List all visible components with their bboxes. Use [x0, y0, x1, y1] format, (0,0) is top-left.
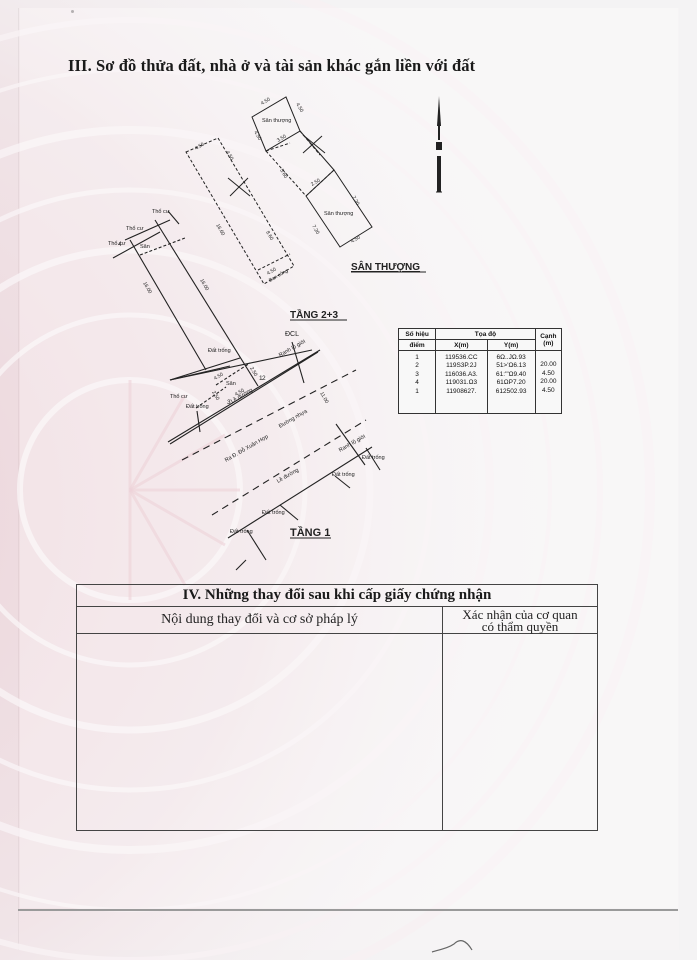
svg-text:Thổ cư: Thổ cư: [108, 240, 126, 247]
roof-label-san-thuong-1: Sân thượng: [262, 118, 291, 124]
svg-text:4.50: 4.50: [294, 102, 304, 114]
svg-text:2.50: 2.50: [310, 178, 322, 188]
floor-2-3-plan: [185, 137, 295, 285]
svg-text:5.60: 5.60: [278, 168, 288, 180]
svg-text:Đất trống: Đất trống: [208, 348, 231, 354]
svg-text:4.50: 4.50: [224, 150, 234, 162]
edge-column: 20.00 4.50 20.00 4.50: [534, 350, 563, 414]
svg-text:4.50: 4.50: [260, 97, 272, 107]
svg-text:Đất trống: Đất trống: [362, 455, 385, 461]
y-column: 6Ω..JΩ.93 51>'Ω6.13 61:'"Ω9.40 61ΩP7.20 …: [486, 350, 536, 414]
svg-text:1: 1: [259, 375, 263, 382]
header-coordinates: Tọa độ: [435, 328, 536, 340]
header-y: Y(m): [486, 339, 536, 351]
san-thuong-title: SÂN THƯỢNG: [351, 260, 420, 273]
svg-text:2.50: 2.50: [248, 366, 258, 378]
svg-text:Lề đường: Lề đường: [276, 467, 300, 484]
svg-text:7.20: 7.20: [310, 224, 320, 236]
tang-1-title: TẦNG 1: [290, 526, 330, 539]
svg-text:Đường nhựa: Đường nhựa: [278, 408, 309, 430]
svg-text:3: 3: [227, 399, 231, 406]
svg-text:16.00: 16.00: [141, 281, 153, 295]
tang-23-title: TẦNG 2+3: [290, 308, 339, 321]
floor-1-plan: [112, 210, 321, 443]
signature-mark: [431, 940, 473, 953]
coordinates-table: Số hiệu Tọa độ Cạnh(m) điểm X(m) Y(m) 1 …: [397, 328, 563, 414]
changes-content-cell: [77, 634, 443, 830]
svg-text:Thổ cư: Thổ cư: [152, 208, 170, 215]
roof-plan: [251, 96, 373, 248]
svg-text:16.00: 16.00: [198, 278, 210, 292]
svg-text:11.00: 11.00: [318, 391, 329, 405]
roof-label-san-thuong-2: Sân thượng: [324, 211, 353, 217]
section-iii-heading: III. Sơ đồ thửa đất, nhà ở và tài sản kh…: [68, 56, 476, 75]
svg-text:Thổ cư: Thổ cư: [170, 393, 188, 400]
svg-text:4: 4: [118, 241, 122, 248]
x-column: 119536.CC 119S3P.2J 116036.A3. 119031.Ω3…: [435, 350, 488, 414]
svg-text:4.50: 4.50: [252, 130, 262, 142]
svg-text:Đất trống: Đất trống: [186, 404, 209, 410]
page-bottom-border: [18, 909, 678, 911]
svg-text:3.50: 3.50: [276, 134, 288, 144]
svg-text:Ranh lộ giới: Ranh lộ giới: [338, 434, 367, 454]
section-iv-title: IV. Những thay đổi sau khi cấp giấy chứn…: [77, 585, 597, 607]
svg-text:16.60: 16.60: [214, 223, 226, 237]
svg-text:Đất trống: Đất trống: [230, 529, 253, 535]
svg-text:4.50: 4.50: [194, 142, 206, 152]
street-name: Ra Đ. Đỗ Xuân Hợp: [224, 433, 270, 464]
header-edge: Cạnh(m): [534, 328, 563, 351]
north-arrow-icon: [436, 96, 442, 193]
authority-confirmation-cell: [443, 634, 597, 830]
svg-text:Đất trống: Đất trống: [332, 472, 355, 478]
svg-text:Thổ cư: Thổ cư: [126, 225, 144, 232]
svg-text:Ranh lộ giới: Ranh lộ giới: [278, 339, 307, 359]
svg-text:2: 2: [262, 375, 266, 382]
header-x: X(m): [435, 339, 488, 351]
svg-text:4.50: 4.50: [213, 372, 225, 382]
svg-text:4.50: 4.50: [350, 235, 362, 245]
header-point-no: Số hiệu: [397, 328, 437, 340]
section-iv-changes-table: IV. Những thay đổi sau khi cấp giấy chứn…: [76, 584, 598, 831]
svg-text:ĐCL: ĐCL: [285, 331, 299, 338]
svg-text:7.20: 7.20: [350, 195, 360, 207]
svg-text:Sân: Sân: [140, 244, 150, 250]
header-point-no-2: điểm: [397, 339, 437, 351]
svg-text:4.50: 4.50: [234, 388, 246, 398]
svg-text:2.50: 2.50: [210, 390, 220, 402]
svg-text:4.50: 4.50: [266, 267, 278, 277]
changes-content-header: Nội dung thay đổi và cơ sở pháp lý: [77, 607, 443, 633]
svg-text:Đất trống: Đất trống: [262, 510, 285, 516]
point-column: 1 2 3 4 1: [397, 350, 437, 414]
authority-confirmation-header: Xác nhận của cơ quan có thẩm quyền: [462, 607, 578, 634]
svg-text:Sân: Sân: [226, 381, 236, 387]
svg-text:8.60: 8.60: [264, 230, 274, 242]
